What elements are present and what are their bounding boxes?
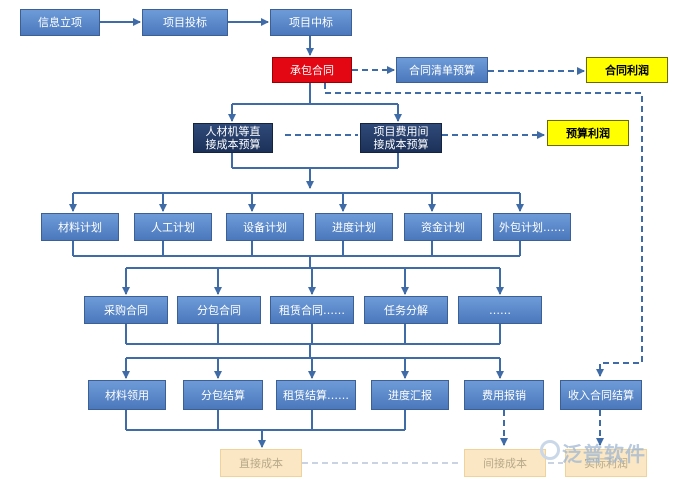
node-expense-claim: 费用报销: [464, 380, 544, 410]
node-task-split: 任务分解: [364, 296, 448, 324]
node-more: ……: [458, 296, 542, 324]
node-lease-contract: 租赁合同……: [270, 296, 354, 324]
node-expense-budget: 项目费用间 接成本预算: [360, 123, 442, 153]
node-material-plan: 材料计划: [41, 213, 119, 241]
node-contract-profit: 合同利润: [586, 57, 668, 83]
node-progress-report: 进度汇报: [371, 380, 449, 410]
node-income-settle: 收入合同结算: [560, 380, 642, 410]
node-lease-settle: 租赁结算……: [276, 380, 356, 410]
watermark-logo-icon: [540, 440, 560, 460]
node-material-use: 材料领用: [88, 380, 166, 410]
node-budget-profit: 预算利润: [547, 120, 629, 146]
node-purchase-contract: 采购合同: [84, 296, 168, 324]
node-fund-plan: 资金计划: [404, 213, 482, 241]
node-bid: 项目投标: [142, 9, 228, 36]
node-win: 项目中标: [270, 9, 352, 36]
node-actual-profit: 实际利润: [565, 449, 647, 477]
node-equipment-plan: 设备计划: [226, 213, 304, 241]
node-info: 信息立项: [20, 9, 100, 36]
node-sub-settle: 分包结算: [183, 380, 263, 410]
node-outsource-plan: 外包计划……: [493, 213, 571, 241]
node-progress-plan: 进度计划: [315, 213, 393, 241]
node-indirect-cost: 间接成本: [464, 449, 546, 477]
node-sub-contract: 分包合同: [177, 296, 261, 324]
node-contract: 承包合同: [272, 57, 352, 83]
dash-contract-to-income: [324, 83, 643, 377]
node-labor-plan: 人工计划: [134, 213, 212, 241]
node-direct-budget: 人材机等直 接成本预算: [193, 123, 273, 153]
node-direct-cost: 直接成本: [220, 449, 302, 477]
node-contract-list: 合同清单预算: [396, 57, 488, 83]
watermark-text: 泛普软件: [562, 442, 646, 466]
